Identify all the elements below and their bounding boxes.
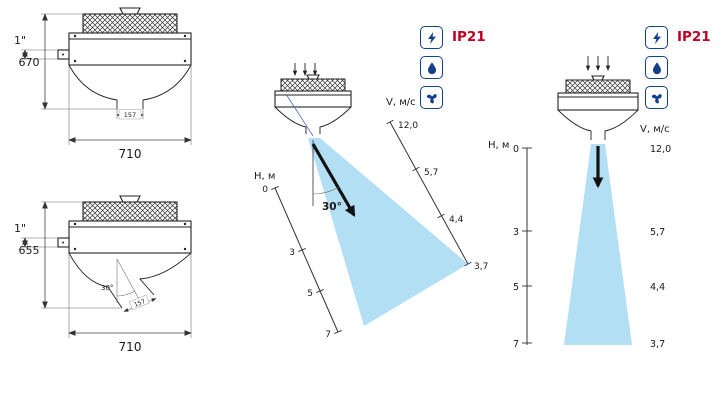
width-dimension-label: 710 [119, 340, 142, 354]
fan-badge [420, 86, 443, 109]
v-value-label: 12,0 [650, 144, 671, 155]
drawing-straight-outlet: 1" 670 157 710 [14, 7, 192, 161]
unit-side-view [57, 7, 192, 109]
outlet-angle-label: 30° [101, 284, 113, 292]
h-scale: H, м 0 3 5 7 [254, 171, 342, 340]
funnel-right [142, 64, 192, 109]
angle-arc [312, 186, 340, 195]
v-axis-label: V, м/с [640, 124, 670, 135]
h-tick-label: 0 [262, 185, 268, 195]
outlet-dimension-rotated: 157 [129, 294, 150, 310]
h-tick-label: 5 [513, 282, 519, 293]
outlet-dimension-label: 157 [133, 298, 146, 309]
pipe-size-label: 1" [14, 34, 26, 47]
unit-body [68, 32, 192, 66]
unit-mini [557, 75, 639, 140]
h-scale: H, м 0 3 5 7 [488, 140, 532, 350]
height-dimension-label: 655 [19, 244, 40, 257]
airflow-diagram-vertical: H, м 0 3 5 7 V, м/с 12,0 5,7 4,4 3,7 [488, 56, 671, 350]
h-axis-label: H, м [254, 171, 275, 182]
outlet-dimension-label: 157 [124, 111, 136, 119]
dimensions: 1" 670 157 710 [14, 13, 192, 161]
fan-icon [426, 93, 437, 103]
intake-arrows [292, 63, 318, 77]
water-drop-icon [427, 61, 436, 74]
unit-body [68, 220, 192, 254]
fan-badge [645, 86, 668, 109]
height-dimension-label: 670 [19, 56, 40, 69]
v-tick-label: 5,7 [424, 168, 438, 178]
ip-rating-label: IP21 [452, 29, 486, 45]
v-value-label: 4,4 [650, 282, 665, 293]
electric-badge [420, 26, 443, 49]
heat-exchanger-block [82, 13, 178, 34]
handle [119, 195, 141, 203]
v-value-label: 3,7 [650, 339, 665, 350]
lightning-icon [652, 31, 661, 44]
h-tick-label: 5 [307, 289, 313, 299]
unit-side-view: 30° 157 [57, 195, 192, 312]
badge-group-angled: IP21 [420, 26, 486, 109]
pipe-size-label: 1" [14, 222, 26, 235]
h-tick-label: 3 [289, 248, 295, 258]
flow-direction-arrow [311, 143, 356, 217]
unit-mini [274, 74, 352, 137]
lightning-icon [427, 31, 436, 44]
v-tick-label: 3,7 [474, 262, 488, 272]
fan-icon [651, 93, 662, 103]
v-axis-label: V, м/с [386, 97, 416, 108]
v-scale: V, м/с 12,0 5,7 4,4 3,7 [386, 97, 488, 272]
airflow-diagram-angled: 30° H, м 0 3 5 7 V, м/с 12,0 5,7 4,4 3,7 [254, 63, 488, 340]
v-values: V, м/с 12,0 5,7 4,4 3,7 [640, 124, 671, 350]
v-tick-label: 4,4 [449, 215, 464, 225]
funnel-left [68, 252, 123, 309]
intake-arrows [585, 56, 611, 72]
water-drop-icon [652, 61, 661, 74]
h-tick-label: 3 [513, 227, 519, 238]
h-tick-label: 0 [513, 144, 519, 155]
h-tick-label: 7 [325, 330, 331, 340]
h-tick-label: 7 [513, 339, 519, 350]
v-tick-label: 12,0 [398, 121, 418, 131]
flow-angle-label: 30° [322, 201, 342, 213]
width-dimension-label: 710 [119, 147, 142, 161]
funnel-left [68, 64, 118, 109]
funnel-right [139, 252, 192, 296]
air-cone [308, 138, 468, 326]
drawing-angled-outlet: 30° 157 1" 655 710 [14, 195, 192, 354]
electric-badge [645, 26, 668, 49]
badge-group-vertical: IP21 [645, 26, 711, 109]
air-cone [564, 144, 632, 345]
v-value-label: 5,7 [650, 227, 665, 238]
heat-exchanger-block [82, 201, 178, 222]
h-axis-label: H, м [488, 140, 509, 151]
ip-rating-label: IP21 [677, 29, 711, 45]
handle [119, 7, 141, 15]
water-badge [420, 56, 443, 79]
water-badge [645, 56, 668, 79]
dimensions: 1" 655 710 [14, 201, 192, 354]
